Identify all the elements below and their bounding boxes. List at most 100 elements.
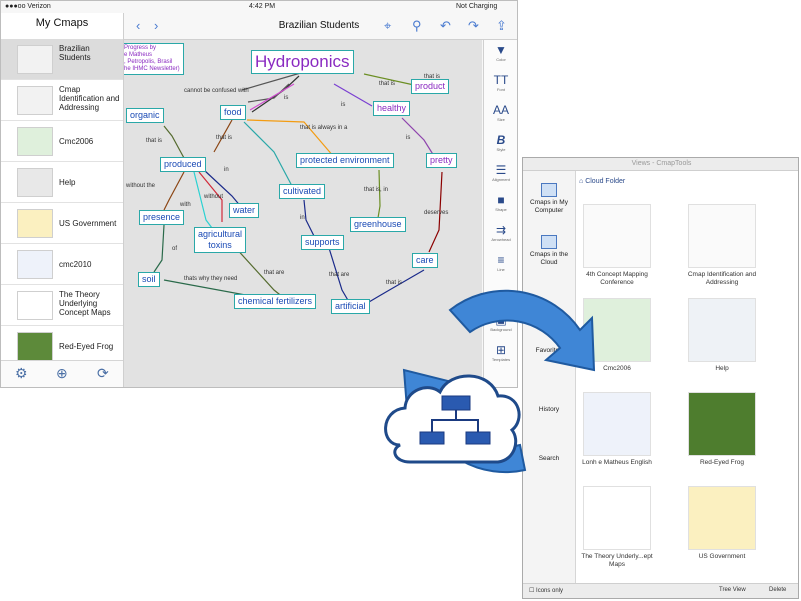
text-size-icon: AA: [492, 103, 509, 117]
shape-icon: ■: [497, 193, 505, 207]
alignment-button[interactable]: ☰Alignment: [484, 160, 517, 190]
link-phrase: that are: [329, 272, 350, 278]
cmap-list-item[interactable]: Red-Eyed Frog: [1, 326, 123, 367]
ipad-app-window: ●●●oo Verizon 4:42 PM Not Charging My Cm…: [0, 0, 518, 388]
cmap-grid-item[interactable]: 4th Concept Mapping Conference: [581, 204, 653, 287]
concept-water[interactable]: water: [229, 203, 260, 218]
link-phrase: that is: [146, 138, 163, 144]
concept-presence[interactable]: presence: [139, 210, 185, 225]
chevron-right-icon[interactable]: ›: [154, 18, 159, 33]
icons-only-checkbox[interactable]: ☐ Icons only: [529, 588, 564, 594]
concept-care[interactable]: care: [412, 253, 438, 268]
cmap-grid-item[interactable]: The Theory Underly...ept Maps: [581, 486, 653, 569]
cmap-grid-item[interactable]: Cmap Identification and Addressing: [686, 204, 758, 287]
target-icon[interactable]: ⌖: [384, 18, 392, 33]
cmap-list-item[interactable]: Help: [1, 162, 123, 203]
concept-cultivated[interactable]: cultivated: [279, 184, 326, 199]
cmap-list-item[interactable]: Cmap Identification and Addressing: [1, 80, 123, 121]
cmap-list-item[interactable]: cmc2010: [1, 244, 123, 285]
cmap-thumbnail: [17, 250, 53, 279]
tree-view-button[interactable]: Tree View: [719, 587, 746, 593]
concept-product[interactable]: product: [411, 79, 450, 94]
cmap-grid-item[interactable]: Help: [686, 298, 758, 373]
cmap-grid-item[interactable]: Cmc2006: [581, 298, 653, 373]
delete-button[interactable]: Delete: [769, 587, 787, 593]
concept-protected-environment[interactable]: protected environment: [296, 153, 394, 168]
cmap-list: Brazilian Students Cmap Identification a…: [1, 39, 123, 367]
link-phrase: in: [300, 215, 305, 221]
color-button[interactable]: ▼Color: [484, 40, 517, 70]
link-phrase: is: [341, 102, 346, 108]
concept-agricultural-toxins[interactable]: agricultural toxins: [194, 227, 247, 253]
paint-bucket-icon: ▼: [495, 43, 507, 57]
templates-button[interactable]: ⊞Templates: [484, 340, 517, 370]
concept-soil[interactable]: soil: [138, 272, 160, 287]
cloud-icon: [541, 235, 557, 249]
plus-icon[interactable]: ⊕: [56, 365, 68, 381]
cmap-grid-item[interactable]: US Government: [686, 486, 758, 561]
templates-icon: ⊞: [495, 343, 507, 357]
sidebar-item-favorites[interactable]: Favorites: [535, 347, 563, 354]
link-phrase: that is: [386, 280, 403, 286]
concept-hydroponics[interactable]: Hydroponics: [251, 50, 354, 74]
line-icon: ≡: [497, 253, 505, 267]
redo-icon[interactable]: ↷: [468, 18, 479, 33]
concept-chemical-fertilizers[interactable]: chemical fertilizers: [234, 294, 317, 309]
concept-healthy[interactable]: healthy: [373, 101, 411, 116]
share-icon[interactable]: ⇪: [496, 18, 507, 33]
cmap-item-label: US Government: [59, 219, 117, 228]
sidebar-item-history[interactable]: History: [538, 406, 560, 413]
concept-artificial[interactable]: artificial: [331, 299, 370, 314]
gear-icon[interactable]: ⚙: [15, 365, 28, 381]
concept-pretty[interactable]: pretty: [426, 153, 457, 168]
cmap-grid-item[interactable]: Red-Eyed Frog: [686, 392, 758, 467]
cmap-thumbnail: [17, 332, 53, 361]
window-title: Views - CmapTools: [523, 158, 798, 171]
cmap-item-label: Brazilian Students: [59, 44, 91, 62]
cmap-item-label: The Theory Underlying Concept Maps: [59, 290, 111, 317]
cmap-grid-item[interactable]: Lonh e Matheus English: [581, 392, 653, 467]
chevron-left-icon[interactable]: ‹: [136, 18, 141, 33]
cmap-item-label: Help: [59, 178, 76, 187]
undo-icon[interactable]: ↶: [440, 18, 451, 33]
link-phrase: without: [204, 194, 224, 200]
search-icon[interactable]: ⚲: [412, 18, 422, 33]
cmap-list-item[interactable]: Cmc2006: [1, 121, 123, 162]
link-phrase: cannot be confused with: [184, 88, 249, 94]
shape-button[interactable]: ■Shape: [484, 190, 517, 220]
line-button[interactable]: ≡Line: [484, 250, 517, 280]
concept-map-canvas[interactable]: Progress by e Matheus , Petropolis, Bras…: [124, 40, 482, 387]
cmap-list-item[interactable]: US Government: [1, 203, 123, 244]
link-phrase: with: [180, 202, 191, 208]
link-phrase: deserves: [424, 210, 449, 216]
sidebar-item-cloud[interactable]: Cmaps in the Cloud: [523, 235, 575, 267]
link-phrase: is: [406, 135, 411, 141]
arrowhead-button[interactable]: ⇉Arrowhead: [484, 220, 517, 250]
link-phrase: is: [284, 95, 289, 101]
link-phrase: that is always in a: [300, 125, 348, 131]
sidebar-item-my-computer[interactable]: Cmaps in My Computer: [523, 183, 575, 215]
battery-text: Not Charging: [456, 3, 498, 10]
cmap-item-label: Cmap Identification and Addressing: [59, 85, 120, 112]
sync-icon[interactable]: ⟳: [97, 365, 109, 381]
concept-greenhouse[interactable]: greenhouse: [350, 217, 406, 232]
clock-text: 4:42 PM: [249, 3, 276, 10]
link-phrase: of: [172, 246, 178, 252]
link-phrase: that is: [379, 81, 396, 87]
cmap-thumbnail: [688, 392, 756, 456]
concept-produced[interactable]: produced: [160, 157, 206, 172]
cmap-list-item[interactable]: The Theory Underlying Concept Maps: [1, 285, 123, 326]
cmap-thumbnail: [17, 168, 53, 197]
concept-supports[interactable]: supports: [301, 235, 344, 250]
cmap-item-label: Cmc2006: [59, 137, 94, 146]
sidebar-title: My Cmaps: [35, 17, 89, 29]
window-footer: ☐ Icons only Tree View Delete: [523, 583, 798, 598]
concept-organic[interactable]: organic: [126, 108, 164, 123]
concept-food[interactable]: food: [220, 105, 246, 120]
sidebar-item-search[interactable]: Search: [538, 455, 560, 462]
bold-icon: B: [496, 133, 506, 147]
cmap-list-item[interactable]: Brazilian Students: [1, 39, 123, 80]
